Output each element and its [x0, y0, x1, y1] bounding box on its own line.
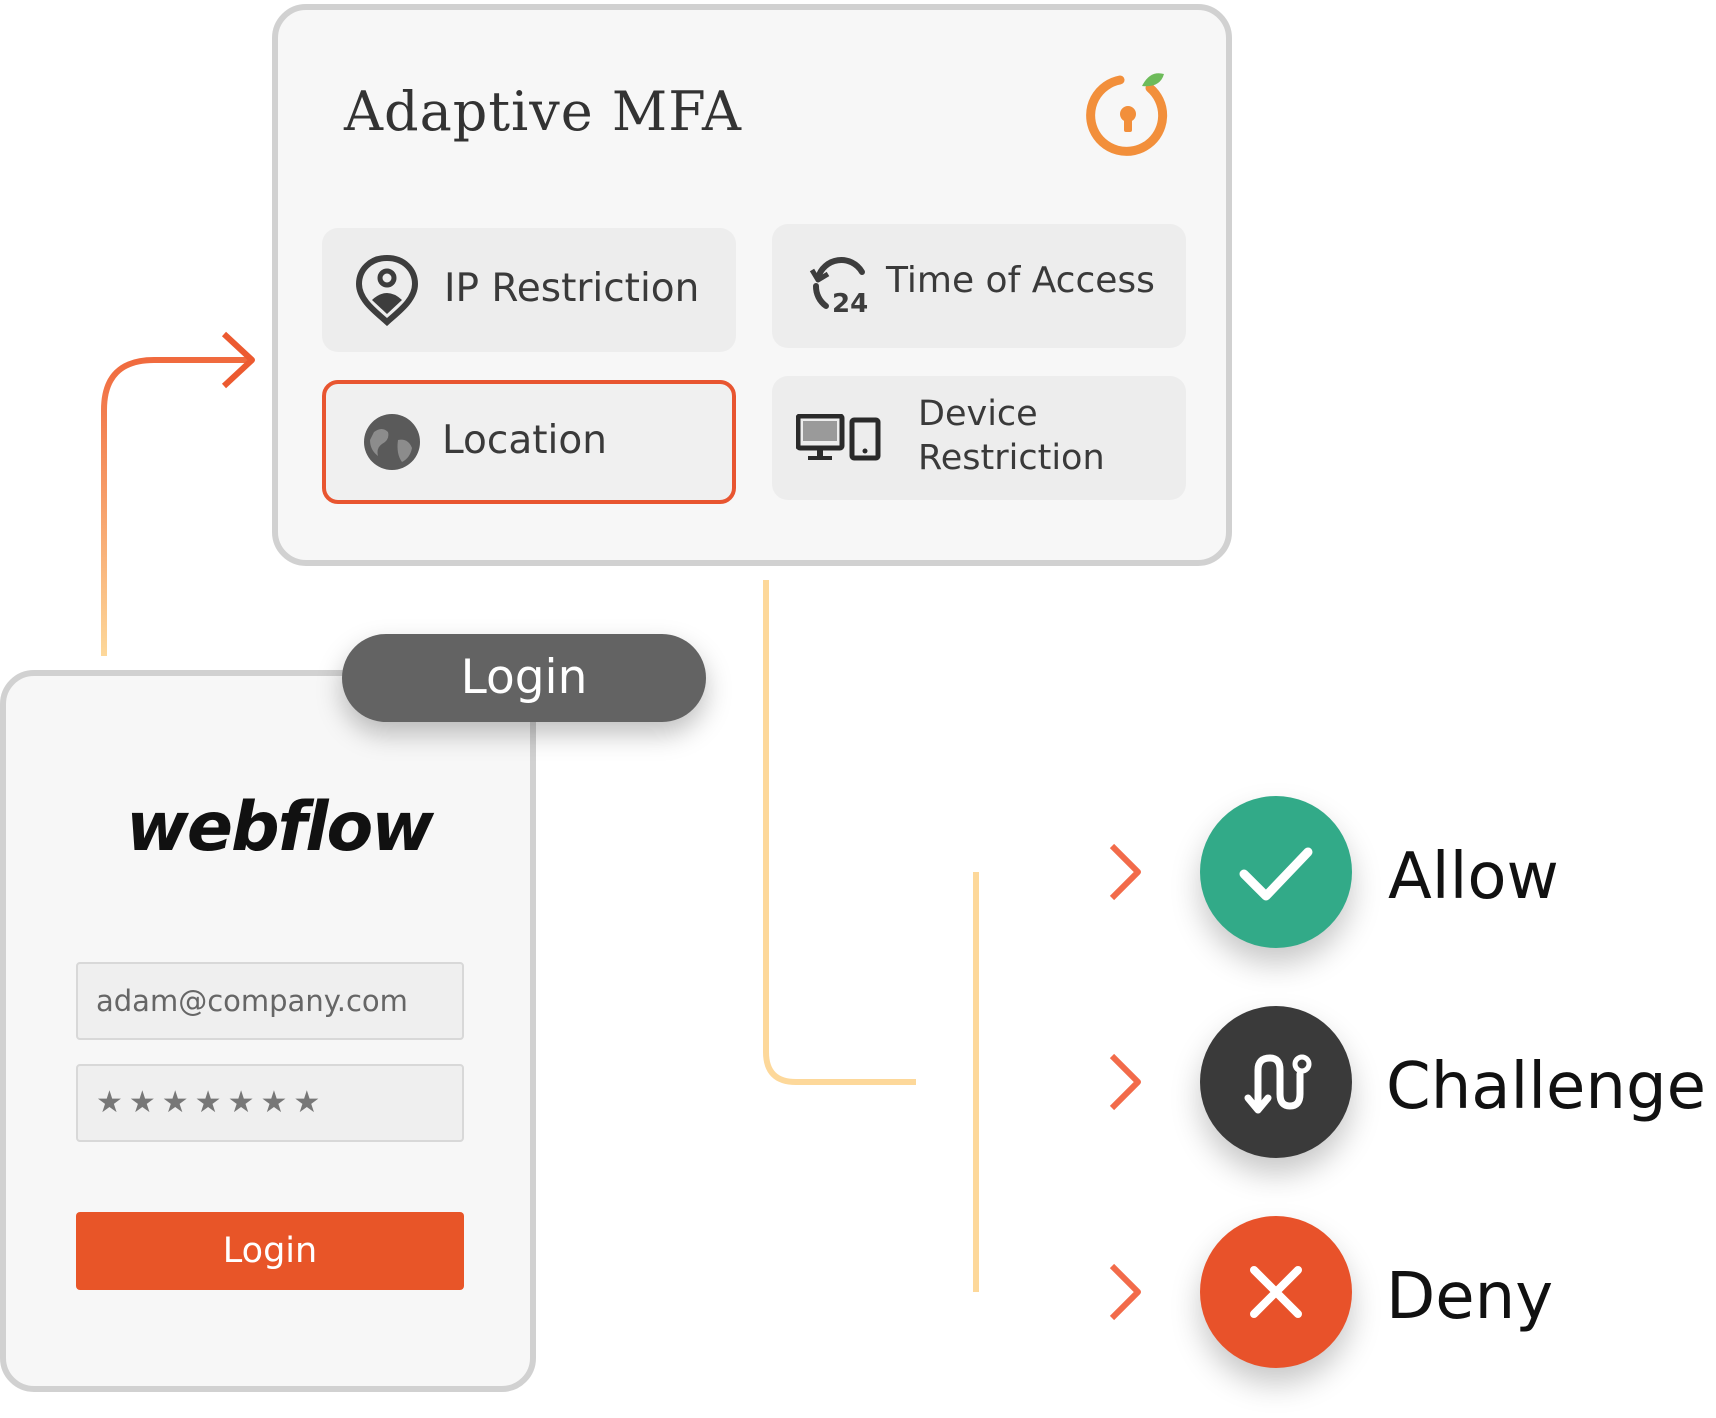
clock-24-icon: 24	[808, 252, 872, 320]
factor-device-restriction[interactable]: Device Restriction	[772, 376, 1186, 500]
mfa-title: Adaptive MFA	[344, 80, 742, 143]
factor-location[interactable]: Location	[322, 380, 736, 504]
checkmark-icon	[1239, 847, 1313, 901]
password-field[interactable]: ★★★★★★★	[76, 1064, 464, 1142]
outcome-label-deny: Deny	[1386, 1260, 1554, 1334]
factor-ip-restriction[interactable]: IP Restriction	[322, 228, 736, 352]
connector-login-to-mfa	[101, 357, 248, 656]
keyhole-lock-logo-icon	[1080, 66, 1176, 166]
connector-mfa-to-decision	[763, 580, 916, 1085]
factor-label: Time of Access	[886, 260, 1155, 301]
login-button[interactable]: Login	[76, 1212, 464, 1290]
email-field[interactable]: adam@company.com	[76, 962, 464, 1040]
arrowhead-to-mfa	[221, 331, 255, 389]
close-icon	[1250, 1266, 1302, 1318]
factor-label: IP Restriction	[444, 266, 700, 311]
challenge-route-icon	[1244, 1054, 1312, 1114]
devices-icon	[795, 413, 882, 466]
factor-time-of-access[interactable]: 24 Time of Access	[772, 224, 1186, 348]
factor-label: Location	[442, 418, 607, 463]
login-card: webflow adam@company.com ★★★★★★★ Login	[0, 670, 536, 1392]
outcome-label-allow: Allow	[1388, 840, 1559, 914]
login-pill-badge: Login	[342, 634, 706, 722]
location-pin-person-icon	[354, 254, 420, 330]
arrowhead-to-challenge	[1109, 1053, 1141, 1111]
globe-icon	[360, 410, 424, 478]
challenge-badge	[1200, 1006, 1352, 1158]
svg-text:24: 24	[832, 289, 868, 316]
factor-label: Device Restriction	[918, 394, 1105, 478]
allow-badge	[1200, 796, 1352, 948]
deny-badge	[1200, 1216, 1352, 1368]
arrowhead-to-allow	[1109, 843, 1141, 901]
outcome-label-challenge: Challenge	[1386, 1050, 1706, 1124]
webflow-logo: webflow	[126, 788, 434, 867]
arrowhead-to-deny	[1109, 1263, 1141, 1321]
adaptive-mfa-panel: Adaptive MFA IP Restriction 24	[272, 4, 1232, 566]
